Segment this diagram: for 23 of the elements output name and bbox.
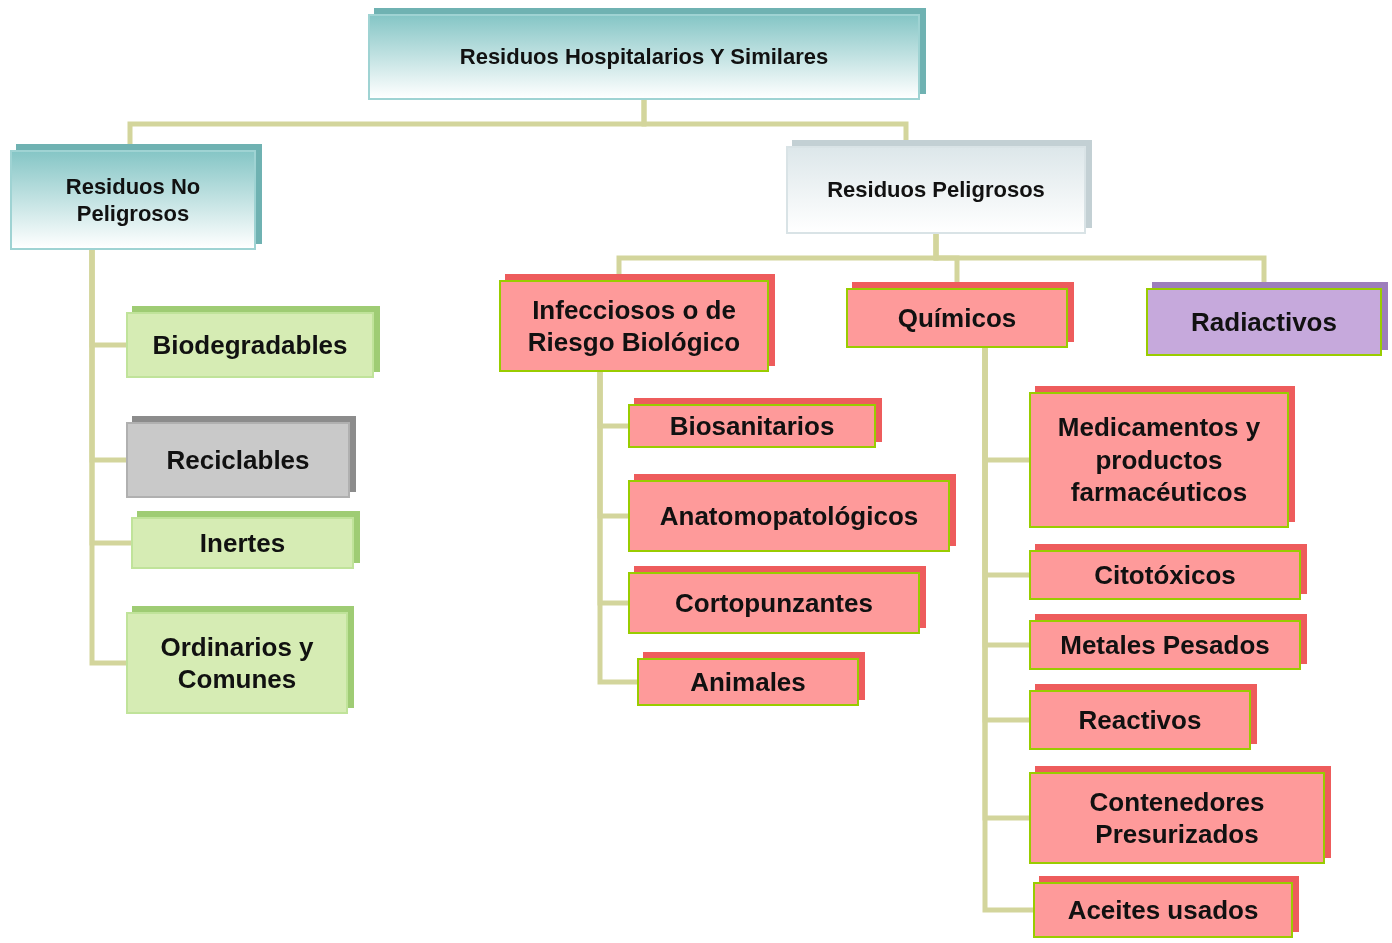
category-label: Metales Pesados bbox=[1060, 628, 1270, 662]
connector-line bbox=[597, 372, 637, 685]
category-label: Reactivos bbox=[1078, 703, 1202, 737]
category-label: Anatomopatológicos bbox=[659, 499, 919, 533]
category-label: Cortopunzantes bbox=[675, 586, 873, 620]
category-label: Residuos Peligrosos bbox=[827, 176, 1045, 204]
category-label: Radiactivos bbox=[1191, 305, 1337, 339]
category-label: Inertes bbox=[199, 526, 286, 560]
category-label: Biosanitarios bbox=[669, 409, 835, 443]
category-label: Residuos Hospitalarios Y Similares bbox=[459, 43, 829, 71]
category-label: Reciclables bbox=[166, 443, 310, 477]
category-label: Ordinarios y Comunes bbox=[159, 630, 315, 696]
category-label: Citotóxicos bbox=[1094, 558, 1236, 592]
category-label: Biodegradables bbox=[152, 328, 348, 362]
connector-line bbox=[982, 348, 1033, 913]
connector-line bbox=[89, 250, 126, 666]
category-label: Aceites usados bbox=[1067, 893, 1259, 927]
category-label: Animales bbox=[690, 665, 806, 699]
category-label: Químicos bbox=[897, 301, 1017, 335]
category-label: Residuos No Peligrosos bbox=[64, 172, 202, 228]
category-label: Infecciosos o de Riesgo Biológico bbox=[526, 293, 742, 359]
category-label: Contenedores Presurizados bbox=[1088, 785, 1266, 851]
category-label: Medicamentos y productos farmacéuticos bbox=[1056, 411, 1262, 509]
